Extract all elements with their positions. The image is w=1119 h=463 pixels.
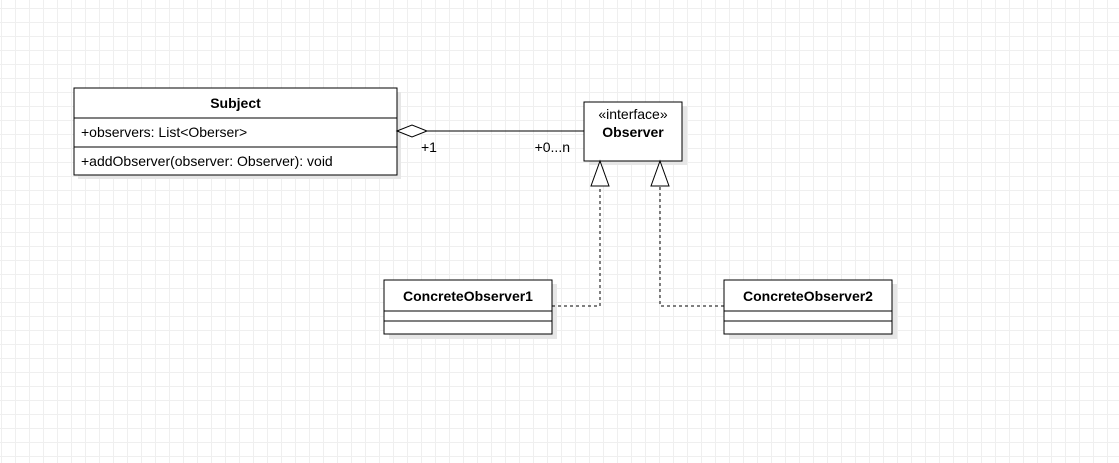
- subject-class[interactable]: Subject +observers: List<Oberser> +addOb…: [73, 87, 398, 176]
- concrete-observer-1-name: ConcreteObserver1: [403, 288, 533, 304]
- observer-stereotype: «interface»: [598, 106, 667, 122]
- concrete-observer-2-box: [723, 279, 893, 335]
- observer-interface[interactable]: «interface» Observer: [583, 101, 683, 162]
- aggregation-association[interactable]: +1 +0...n: [395, 124, 584, 155]
- observer-interface-box: [583, 101, 683, 162]
- concrete-observer-2-name: ConcreteObserver2: [743, 288, 873, 304]
- realization-1-arrowhead-icon: [590, 159, 610, 187]
- concrete-observer-2-class[interactable]: ConcreteObserver2: [723, 279, 893, 335]
- realization-1[interactable]: [552, 159, 610, 307]
- realization-2-arrowhead-icon: [650, 159, 670, 187]
- observer-interface-name: Observer: [602, 124, 664, 140]
- subject-method: +addObserver(observer: Observer): void: [81, 153, 333, 169]
- source-multiplicity: +1: [421, 139, 437, 155]
- realization-2-line: [659, 186, 724, 307]
- subject-class-box: [73, 87, 398, 176]
- subject-class-name: Subject: [210, 95, 261, 111]
- subject-attribute: +observers: List<Oberser>: [81, 124, 247, 140]
- concrete-observer-1-box: [383, 279, 553, 335]
- target-multiplicity: +0...n: [535, 139, 570, 155]
- realization-1-line: [552, 186, 601, 307]
- concrete-observer-1-class[interactable]: ConcreteObserver1: [383, 279, 553, 335]
- aggregation-diamond-icon: [395, 124, 429, 138]
- realization-2[interactable]: [650, 159, 724, 307]
